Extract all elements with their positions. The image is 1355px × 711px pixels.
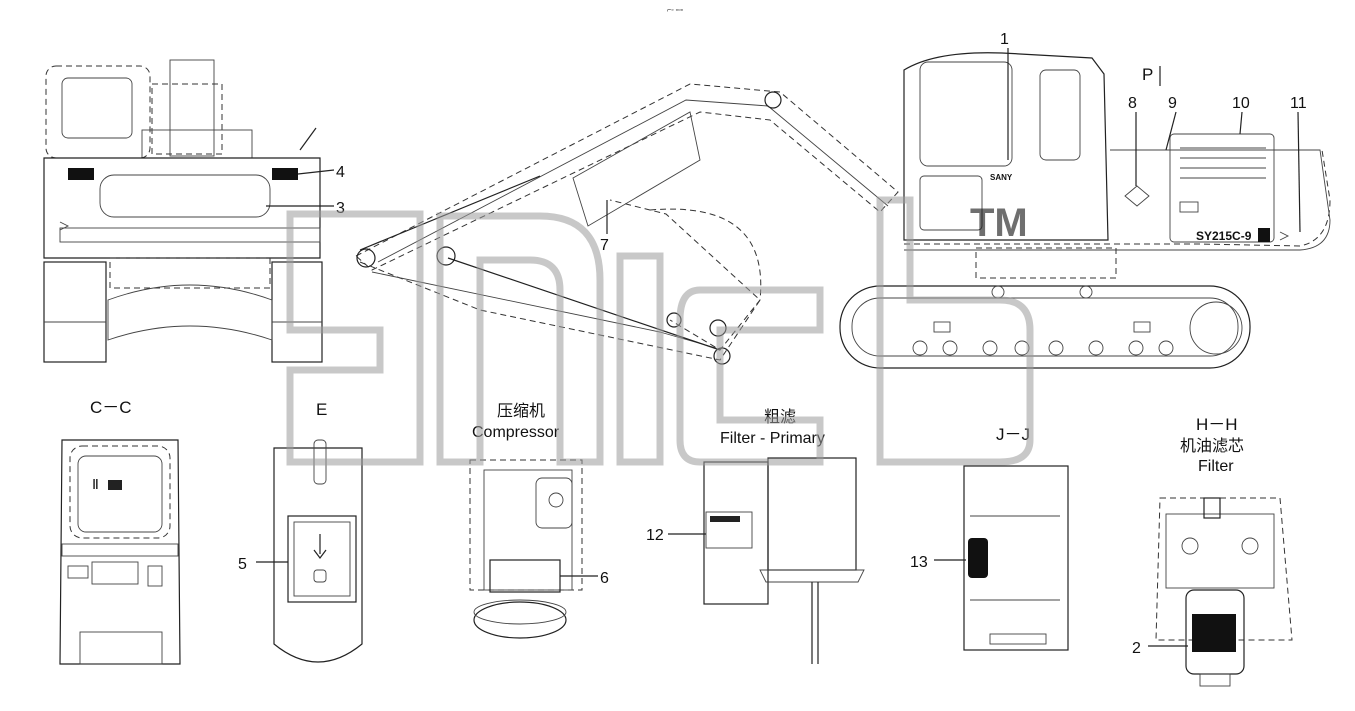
watermark-tm: TM (970, 201, 1028, 245)
callout-9: 9 (1168, 95, 1177, 112)
model-decal: SY215C-9 (1196, 229, 1252, 243)
callout-3: 3 (336, 200, 345, 217)
idler-wheel (1189, 301, 1243, 355)
callout-1: 1 (1000, 31, 1009, 48)
primary-filter-drawing (703, 457, 865, 664)
callout-2: 2 (1132, 640, 1141, 657)
callout-12: 12 (646, 527, 664, 544)
diamond-label (1124, 185, 1150, 207)
warning-label-left (68, 168, 94, 180)
callout-7: 7 (600, 237, 609, 254)
lever-panel-e (273, 439, 363, 663)
warning-label-right (272, 168, 298, 180)
filter-warning-label (705, 511, 753, 549)
track-rollers (912, 340, 1174, 356)
cab-brand-label: SANY (990, 173, 1013, 182)
compressor-title-cn: 压缩机 (497, 402, 545, 420)
oil-filter-drawing (1155, 497, 1293, 687)
callout-4: 4 (336, 164, 345, 181)
callout-10: 10 (1232, 95, 1250, 112)
oil-filter-label (1192, 614, 1236, 652)
front-view-excavator (43, 59, 323, 363)
view-label-jj: J－J (996, 425, 1030, 444)
callout-8: 8 (1128, 95, 1137, 112)
callout-6: 6 (600, 570, 609, 587)
cc-mark: Ⅱ (92, 476, 99, 492)
view-label-hh: H－H (1196, 415, 1238, 434)
cab-rear-view-cc (59, 439, 181, 665)
compressor-drawing (469, 459, 583, 639)
callout-11: 11 (1290, 95, 1307, 112)
callout-13: 13 (910, 554, 928, 571)
oil-filter-title-en: Filter (1198, 458, 1234, 475)
view-label-cc: C－C (90, 398, 132, 417)
side-view-excavator: SANY SY215C-9 (355, 52, 1331, 369)
watermark: TM (286, 196, 1034, 466)
panel-drawing-jj (963, 465, 1069, 651)
callout-5: 5 (238, 556, 247, 573)
view-label-p: P (1142, 65, 1153, 84)
header-marker: ⌐◦ ▫▫▫ (667, 7, 683, 14)
engine-grille (1180, 147, 1266, 179)
oil-filter-title-cn: 机油滤芯 (1180, 437, 1244, 455)
filter-primary-title-en: Filter - Primary (720, 430, 825, 447)
view-label-e: E (316, 400, 327, 419)
compressor-title-en: Compressor (472, 424, 560, 441)
